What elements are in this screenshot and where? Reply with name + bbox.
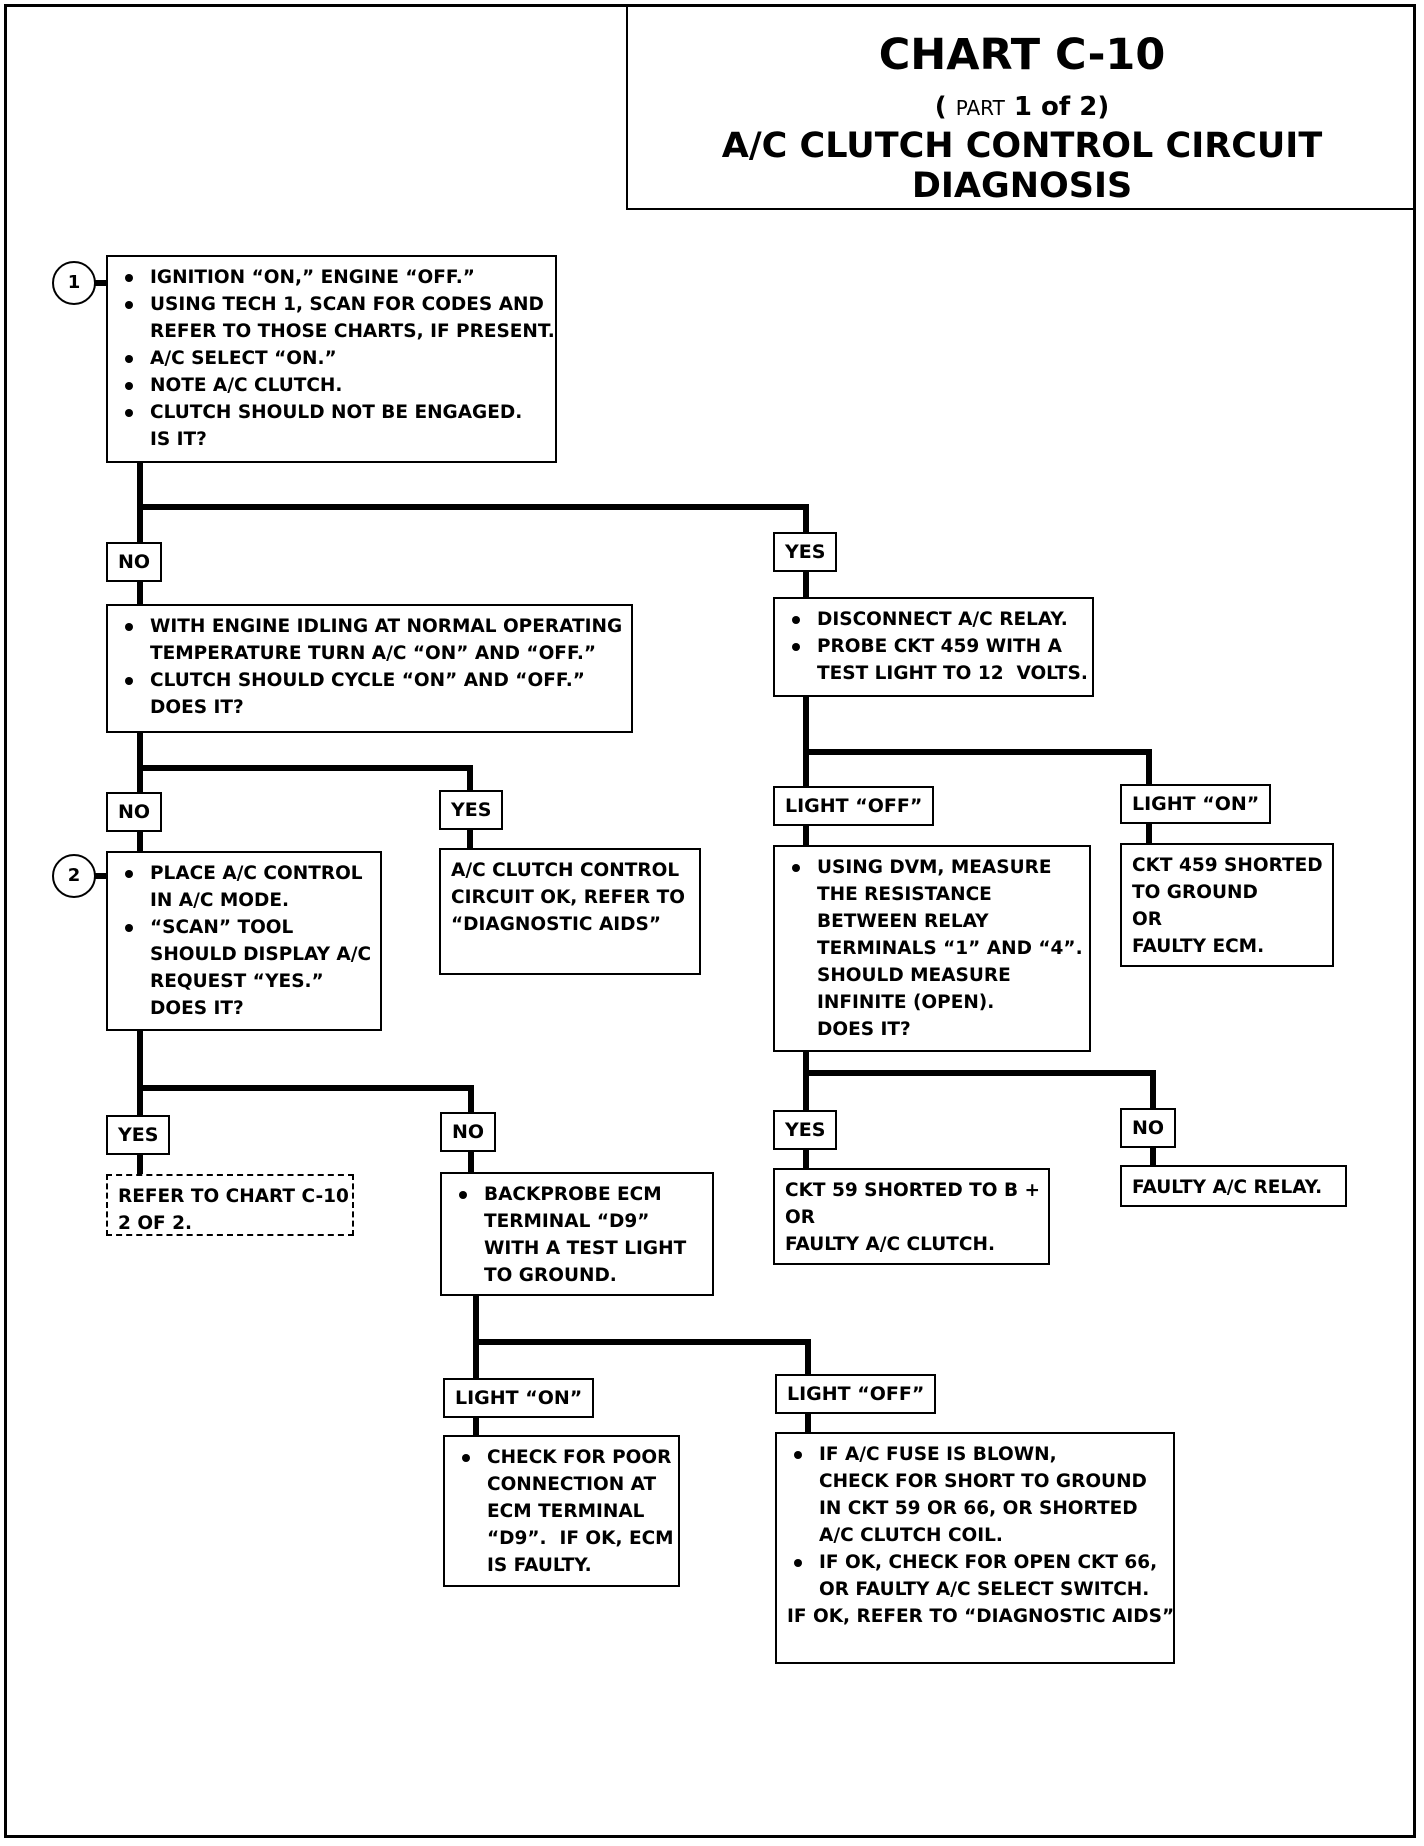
label-yes-4: YES [773,1110,838,1150]
title-block: CHART C-10 ( PART 1 of 2) A/C CLUTCH CON… [626,4,1416,210]
step-marker-2: 2 [52,854,96,898]
clutch-cycle-box: WITH ENGINE IDLING AT NORMAL OPERATING T… [106,604,633,733]
bullet-item: USING DVM, MEASURE THE RESISTANCE BETWEE… [785,854,1083,1016]
step1-box: IGNITION “ON,” ENGINE “OFF.”USING TECH 1… [106,255,557,463]
refer-chart-box: REFER TO CHART C-10 2 OF 2. [106,1174,354,1236]
bullet-item: WITH ENGINE IDLING AT NORMAL OPERATING T… [118,613,622,667]
label-no-3: NO [440,1112,497,1152]
check-connection-box: CHECK FOR POOR CONNECTION AT ECM TERMINA… [443,1435,680,1587]
question-line: DOES IT? [817,1019,911,1040]
question-line: DOES IT? [150,998,244,1019]
part-word: PART [955,96,1005,120]
label-light-off-2: LIGHT “OFF” [775,1374,937,1414]
measure-resistance-box: USING DVM, MEASURE THE RESISTANCE BETWEE… [773,845,1091,1052]
label-light-on-2: LIGHT “ON” [443,1378,595,1418]
connector-b9 [473,1293,811,1381]
connector-b2 [137,730,473,795]
bullet-item: BACKPROBE ECM TERMINAL “D9” WITH A TEST … [452,1181,702,1289]
connector-b3 [803,694,1152,789]
bullet-item: “SCAN” TOOL SHOULD DISPLAY A/C REQUEST “… [118,914,371,995]
circuit-ok-box: A/C CLUTCH CONTROL CIRCUIT OK, REFER TO … [439,848,701,975]
bullet-item: IGNITION “ON,” ENGINE “OFF.” [118,264,545,291]
page-border [4,4,1416,1838]
connector-b6 [803,1049,1156,1113]
bullet-item: CLUTCH SHOULD NOT BE ENGAGED. [118,399,545,426]
bullet-item: PLACE A/C CONTROL IN A/C MODE. [118,860,370,914]
disconnect-relay-box: DISCONNECT A/C RELAY.PROBE CKT 459 WITH … [773,597,1094,697]
bullet-item: A/C SELECT “ON.” [118,345,545,372]
bullet-item: CLUTCH SHOULD CYCLE “ON” AND “OFF.” [118,667,621,694]
label-no-1: NO [106,542,163,582]
bullet-item: IF A/C FUSE IS BLOWN, CHECK FOR SHORT TO… [787,1441,1163,1549]
label-no-2: NO [106,792,163,832]
fuse-check-box: IF A/C FUSE IS BLOWN, CHECK FOR SHORT TO… [775,1432,1175,1664]
label-light-on-1: LIGHT “ON” [1120,784,1272,824]
step-marker-1: 1 [52,261,96,305]
chart-part: ( PART 1 of 2) [934,92,1110,122]
box-text: A/C CLUTCH CONTROL CIRCUIT OK, REFER TO … [451,860,685,935]
label-yes-3: YES [106,1115,171,1155]
box-text: CKT 59 SHORTED TO B + OR FAULTY A/C CLUT… [785,1180,1040,1255]
question-line: DOES IT? [150,697,244,718]
bullet-item: IF OK, CHECK FOR OPEN CKT 66, OR FAULTY … [787,1549,1163,1603]
chart-title: CHART C-10 [878,30,1166,80]
question-line: IF OK, REFER TO “DIAGNOSTIC AIDS” [787,1606,1175,1627]
step2-box: PLACE A/C CONTROL IN A/C MODE.“SCAN” TOO… [106,851,382,1031]
question-line: IS IT? [150,429,207,450]
backprobe-ecm-box: BACKPROBE ECM TERMINAL “D9” WITH A TEST … [440,1172,714,1296]
bullet-item: NOTE A/C CLUTCH. [118,372,545,399]
connector-b1 [137,460,809,545]
connector-b4 [137,1028,474,1118]
bullet-item: CHECK FOR POOR CONNECTION AT ECM TERMINA… [455,1444,674,1579]
ckt59-shorted-box: CKT 59 SHORTED TO B + OR FAULTY A/C CLUT… [773,1168,1050,1265]
bullet-item: USING TECH 1, SCAN FOR CODES AND REFER T… [118,291,555,345]
bullet-item: DISCONNECT A/C RELAY. [785,606,1082,633]
label-no-4: NO [1120,1108,1177,1148]
label-yes-1: YES [773,532,838,572]
chart-subtitle: A/C CLUTCH CONTROL CIRCUIT DIAGNOSIS [721,126,1323,206]
bullet-item: PROBE CKT 459 WITH A TEST LIGHT TO 12 VO… [785,633,1088,687]
label-light-off-1: LIGHT “OFF” [773,786,935,826]
faulty-relay-box: FAULTY A/C RELAY. [1120,1165,1347,1207]
box-text: REFER TO CHART C-10 2 OF 2. [118,1186,349,1234]
box-text: CKT 459 SHORTED TO GROUND OR FAULTY ECM. [1132,855,1323,957]
ckt459-shorted-box: CKT 459 SHORTED TO GROUND OR FAULTY ECM. [1120,843,1334,967]
label-yes-2: YES [439,790,504,830]
box-text: FAULTY A/C RELAY. [1132,1177,1323,1198]
